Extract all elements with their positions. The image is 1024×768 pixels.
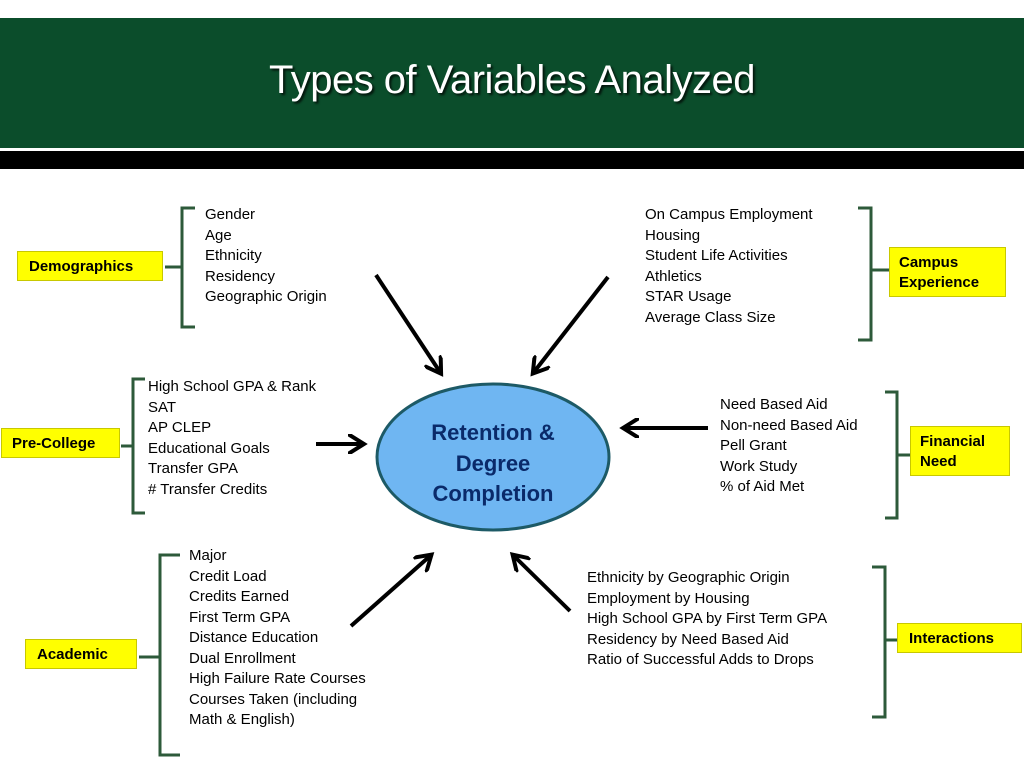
academic-label: Academic xyxy=(25,639,137,669)
list-item: Educational Goals xyxy=(148,439,270,457)
label-line: Experience xyxy=(899,274,980,291)
list-item: Math & English) xyxy=(189,711,295,728)
list-item: Dual Enrollment xyxy=(189,649,296,667)
pre-college-label: Pre-College xyxy=(1,428,120,458)
financial-need-label: Financial Need xyxy=(910,426,1010,476)
list-item: Distance Education xyxy=(189,629,319,646)
demographics-list: Gender Age Ethnicity Residency Geographi… xyxy=(205,205,327,308)
list-item: Credits Earned xyxy=(189,588,290,605)
list-item: Employment by Housing xyxy=(587,589,750,607)
list-item: Need Based Aid xyxy=(720,396,828,413)
list-item: Major xyxy=(189,547,227,564)
list-item: Residency xyxy=(205,267,276,285)
campus-experience-list: On Campus Employment Housing Student Lif… xyxy=(645,205,813,328)
bracket-demographics xyxy=(165,206,195,329)
list-item: Housing xyxy=(645,226,701,244)
list-item: High School GPA by First Term GPA xyxy=(587,610,828,627)
arrow-academic xyxy=(349,556,430,628)
pre-college-list: High School GPA & Rank SAT AP CLEP Educa… xyxy=(148,377,316,500)
demographics-label: Demographics xyxy=(17,251,163,281)
list-item: Credit Load xyxy=(189,567,267,585)
list-item: Ethnicity xyxy=(205,247,262,264)
campus-experience-label: Campus Experience xyxy=(889,247,1006,297)
list-item: On Campus Employment xyxy=(645,206,813,223)
title-bar-stripe xyxy=(0,151,1024,169)
slide-title: Types of Variables Analyzed xyxy=(268,58,756,102)
list-item: AP CLEP xyxy=(148,419,212,436)
list-item: % of Aid Met xyxy=(720,478,805,495)
label-line: Financial xyxy=(920,433,986,450)
center-label-line: Degree xyxy=(455,450,531,476)
title-bar xyxy=(0,18,1024,148)
list-item: Ratio of Successful Adds to Drops xyxy=(587,651,814,668)
center-label-line: Retention & xyxy=(431,420,555,445)
bracket-campus-experience xyxy=(858,206,889,342)
list-item: First Term GPA xyxy=(189,608,291,626)
list-item: Gender xyxy=(205,206,256,223)
list-item: Ethnicity by Geographic Origin xyxy=(587,569,790,586)
financial-need-list: Need Based Aid Non-need Based Aid Pell G… xyxy=(720,395,858,498)
list-item: Age xyxy=(205,226,232,244)
list-item: Student Life Activities xyxy=(645,247,788,264)
list-item: Work Study xyxy=(720,457,798,475)
arrow-campus-experience xyxy=(534,275,610,372)
list-item: SAT xyxy=(148,398,177,416)
list-item: # Transfer Credits xyxy=(148,480,268,498)
bracket-pre-college xyxy=(121,377,145,515)
list-item: Geographic Origin xyxy=(205,288,327,305)
list-item: Pell Grant xyxy=(720,437,787,454)
bracket-financial-need xyxy=(885,390,910,520)
list-item: Residency by Need Based Aid xyxy=(587,630,789,648)
list-item: High Failure Rate Courses xyxy=(189,670,366,687)
center-ellipse xyxy=(375,382,611,532)
interactions-label: Interactions xyxy=(897,623,1022,653)
list-item: Courses Taken (including xyxy=(189,690,358,708)
interactions-list: Ethnicity by Geographic Origin Employmen… xyxy=(587,568,827,671)
center-label: Retention & Degree Completion xyxy=(380,418,606,510)
academic-list: Major Credit Load Credits Earned First T… xyxy=(189,546,366,731)
list-item: Athletics xyxy=(645,267,702,285)
list-item: Average Class Size xyxy=(645,308,776,326)
bracket-academic xyxy=(139,553,180,757)
arrow-interactions xyxy=(514,556,572,613)
center-label-line: Completion xyxy=(432,481,554,506)
label-line: Campus xyxy=(899,254,959,271)
list-item: Transfer GPA xyxy=(148,460,239,477)
label-line: Need xyxy=(920,453,957,470)
list-item: Non-need Based Aid xyxy=(720,416,858,434)
list-item: High School GPA & Rank xyxy=(148,378,317,395)
bracket-interactions xyxy=(872,565,897,719)
arrow-demographics xyxy=(374,273,440,372)
list-item: STAR Usage xyxy=(645,288,732,305)
